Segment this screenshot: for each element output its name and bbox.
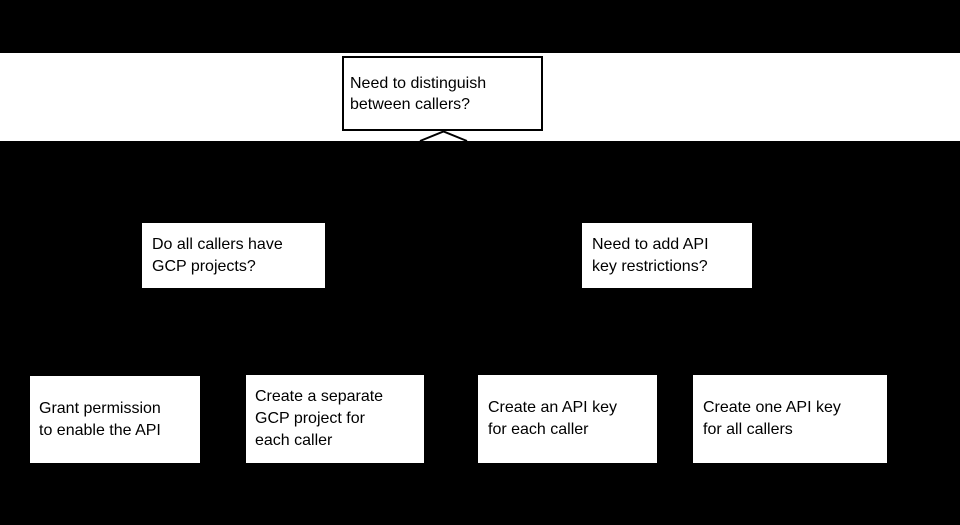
node-text-line: Do all callers have bbox=[152, 235, 283, 253]
node-text-line: GCP projects? bbox=[152, 257, 256, 275]
node-root-question: Need to distinguish between callers? bbox=[342, 56, 543, 131]
node-action-separate-gcp-project: Create a separate GCP project for each c… bbox=[246, 375, 424, 463]
node-text-line: to enable the API bbox=[39, 421, 161, 439]
node-action-api-key-each-caller: Create an API key for each caller bbox=[478, 375, 657, 463]
node-text-line: between callers? bbox=[350, 95, 471, 113]
node-text-line: Need to add API bbox=[592, 235, 709, 253]
node-text-line: GCP project for bbox=[255, 410, 365, 427]
node-text-line: for each caller bbox=[488, 421, 589, 438]
node-text-line: Create one API key bbox=[703, 399, 841, 416]
node-text-line: for all callers bbox=[703, 421, 793, 438]
node-text-line: Need to distinguish bbox=[350, 74, 487, 92]
node-text-line: Create an API key bbox=[488, 399, 617, 416]
node-text-line: Create a separate bbox=[255, 388, 384, 405]
node-action-api-key-all-callers: Create one API key for all callers bbox=[693, 375, 887, 463]
node-text-line: Grant permission bbox=[39, 399, 161, 417]
node-question-gcp-projects: Do all callers have GCP projects? bbox=[142, 223, 325, 288]
node-action-grant-permission: Grant permission to enable the API bbox=[30, 376, 200, 463]
node-text-line: each caller bbox=[255, 432, 333, 449]
node-question-api-key-restrictions: Need to add API key restrictions? bbox=[582, 223, 752, 288]
node-text-line: key restrictions? bbox=[592, 257, 708, 275]
